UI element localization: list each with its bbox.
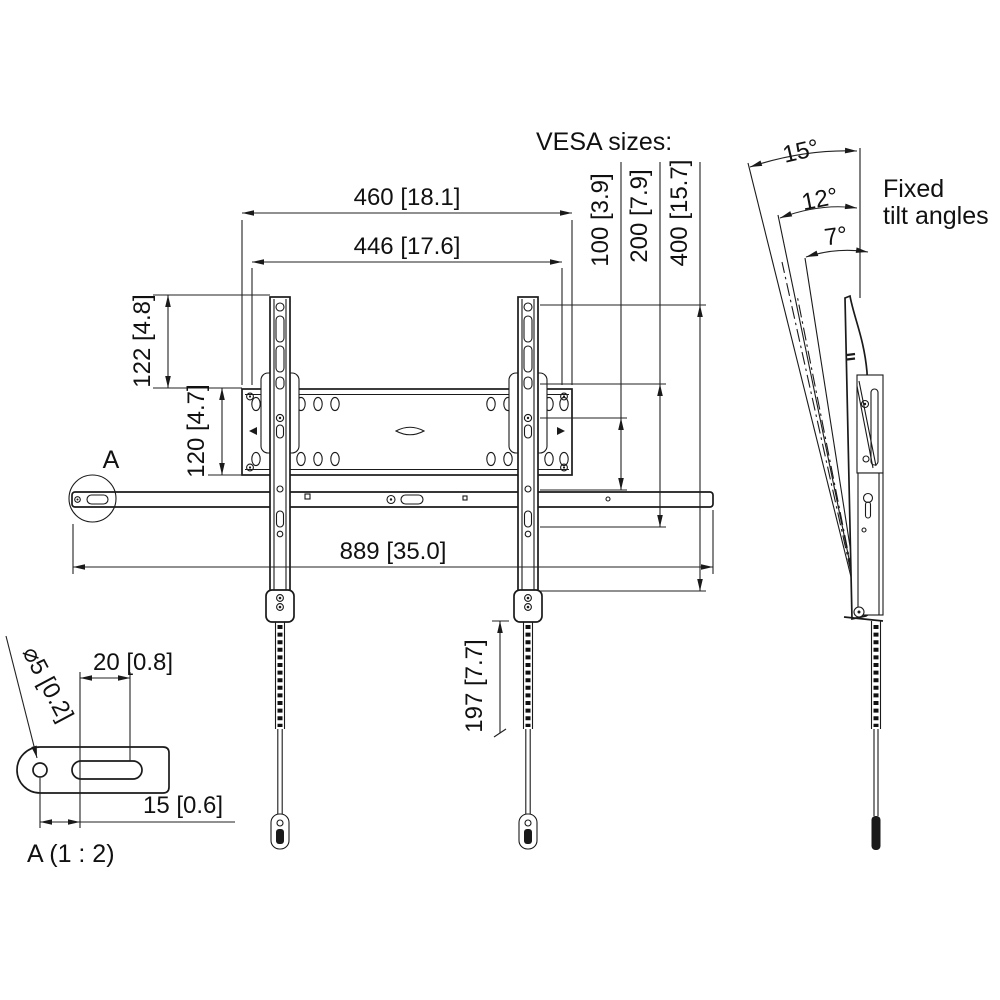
plate-holes <box>251 396 569 467</box>
detail-view-label: A (1 : 2) <box>27 840 115 868</box>
angle-15-label: 15° <box>780 134 821 168</box>
detail-hole <box>32 762 48 778</box>
vent-mark-2 <box>846 357 856 361</box>
side-wall-bracket <box>843 374 884 622</box>
right-rail <box>513 296 543 623</box>
left-strap <box>270 622 290 850</box>
dim-outer-width: 460 [18.1] <box>241 184 573 385</box>
dim-inner-width-text: 446 [17.6] <box>354 233 461 260</box>
dim-rail-above: 122 [4.8] <box>129 294 270 389</box>
dim-rail-above-text: 122 [4.8] <box>129 294 156 387</box>
dim-inner-width: 446 [17.6] <box>251 233 563 385</box>
dim-bar-width: 889 [35.0] <box>72 510 714 574</box>
dim-strap-drop: 197 [7.7] <box>461 620 509 738</box>
angle-7-label: 7° <box>823 222 849 252</box>
center-lens-hole <box>394 426 426 436</box>
dim-plate-height-text: 120 [4.7] <box>183 384 210 477</box>
fixed-tilt-label-line1: Fixed <box>883 175 944 203</box>
side-view: 15° 12° 7° Fixed tilt angles <box>747 134 989 850</box>
tilt-angle-arcs <box>749 147 869 258</box>
detail-a-circle <box>68 474 117 523</box>
dim-vesa-100: 100 [3.9] <box>540 162 627 491</box>
side-strap <box>870 621 882 850</box>
dim-plate-height: 120 [4.7] <box>183 384 242 478</box>
wall-bar <box>71 491 714 508</box>
fixed-tilt-label-line2: tilt angles <box>883 202 989 230</box>
right-strap <box>518 622 538 850</box>
dim-vesa-200-text: 200 [7.9] <box>626 169 653 262</box>
angle-12-label: 12° <box>800 183 841 216</box>
dim-bar-width-text: 889 [35.0] <box>340 538 447 565</box>
corner-screws <box>246 392 568 472</box>
tilt-fan-lines <box>747 148 862 618</box>
dim-vesa-100-text: 100 [3.9] <box>587 173 614 266</box>
detail-a-label: A <box>103 446 120 474</box>
right-arrow-marker <box>557 427 565 435</box>
dim-outer-width-text: 460 [18.1] <box>354 184 461 211</box>
vent-mark-1 <box>846 352 856 357</box>
dim-vesa-400: 400 [15.7] <box>540 160 706 592</box>
left-arrow-marker <box>249 427 257 435</box>
dim-hole-offset-text: 15 [0.6] <box>143 792 223 819</box>
front-dimensions: 460 [18.1] 446 [17.6] VESA sizes: 100 [3… <box>72 128 714 738</box>
dim-slot-length-text: 20 [0.8] <box>93 649 173 676</box>
dim-hole-offset: 15 [0.6] <box>39 778 235 828</box>
dim-vesa-200: 200 [7.9] <box>540 162 666 528</box>
front-view: A <box>68 296 714 850</box>
left-rail <box>265 296 295 623</box>
vesa-sizes-label: VESA sizes: <box>536 128 672 156</box>
detail-slot <box>71 760 143 780</box>
dim-strap-drop-text: 197 [7.7] <box>461 639 488 732</box>
dim-hole-diameter: ⌀5 [0.2] <box>5 635 79 759</box>
dim-vesa-400-text: 400 [15.7] <box>666 160 693 267</box>
detail-view-a: ⌀5 [0.2] 20 [0.8] 15 [0.6] A (1 : 2) <box>5 635 235 868</box>
dim-slot-length: 20 [0.8] <box>79 649 173 828</box>
